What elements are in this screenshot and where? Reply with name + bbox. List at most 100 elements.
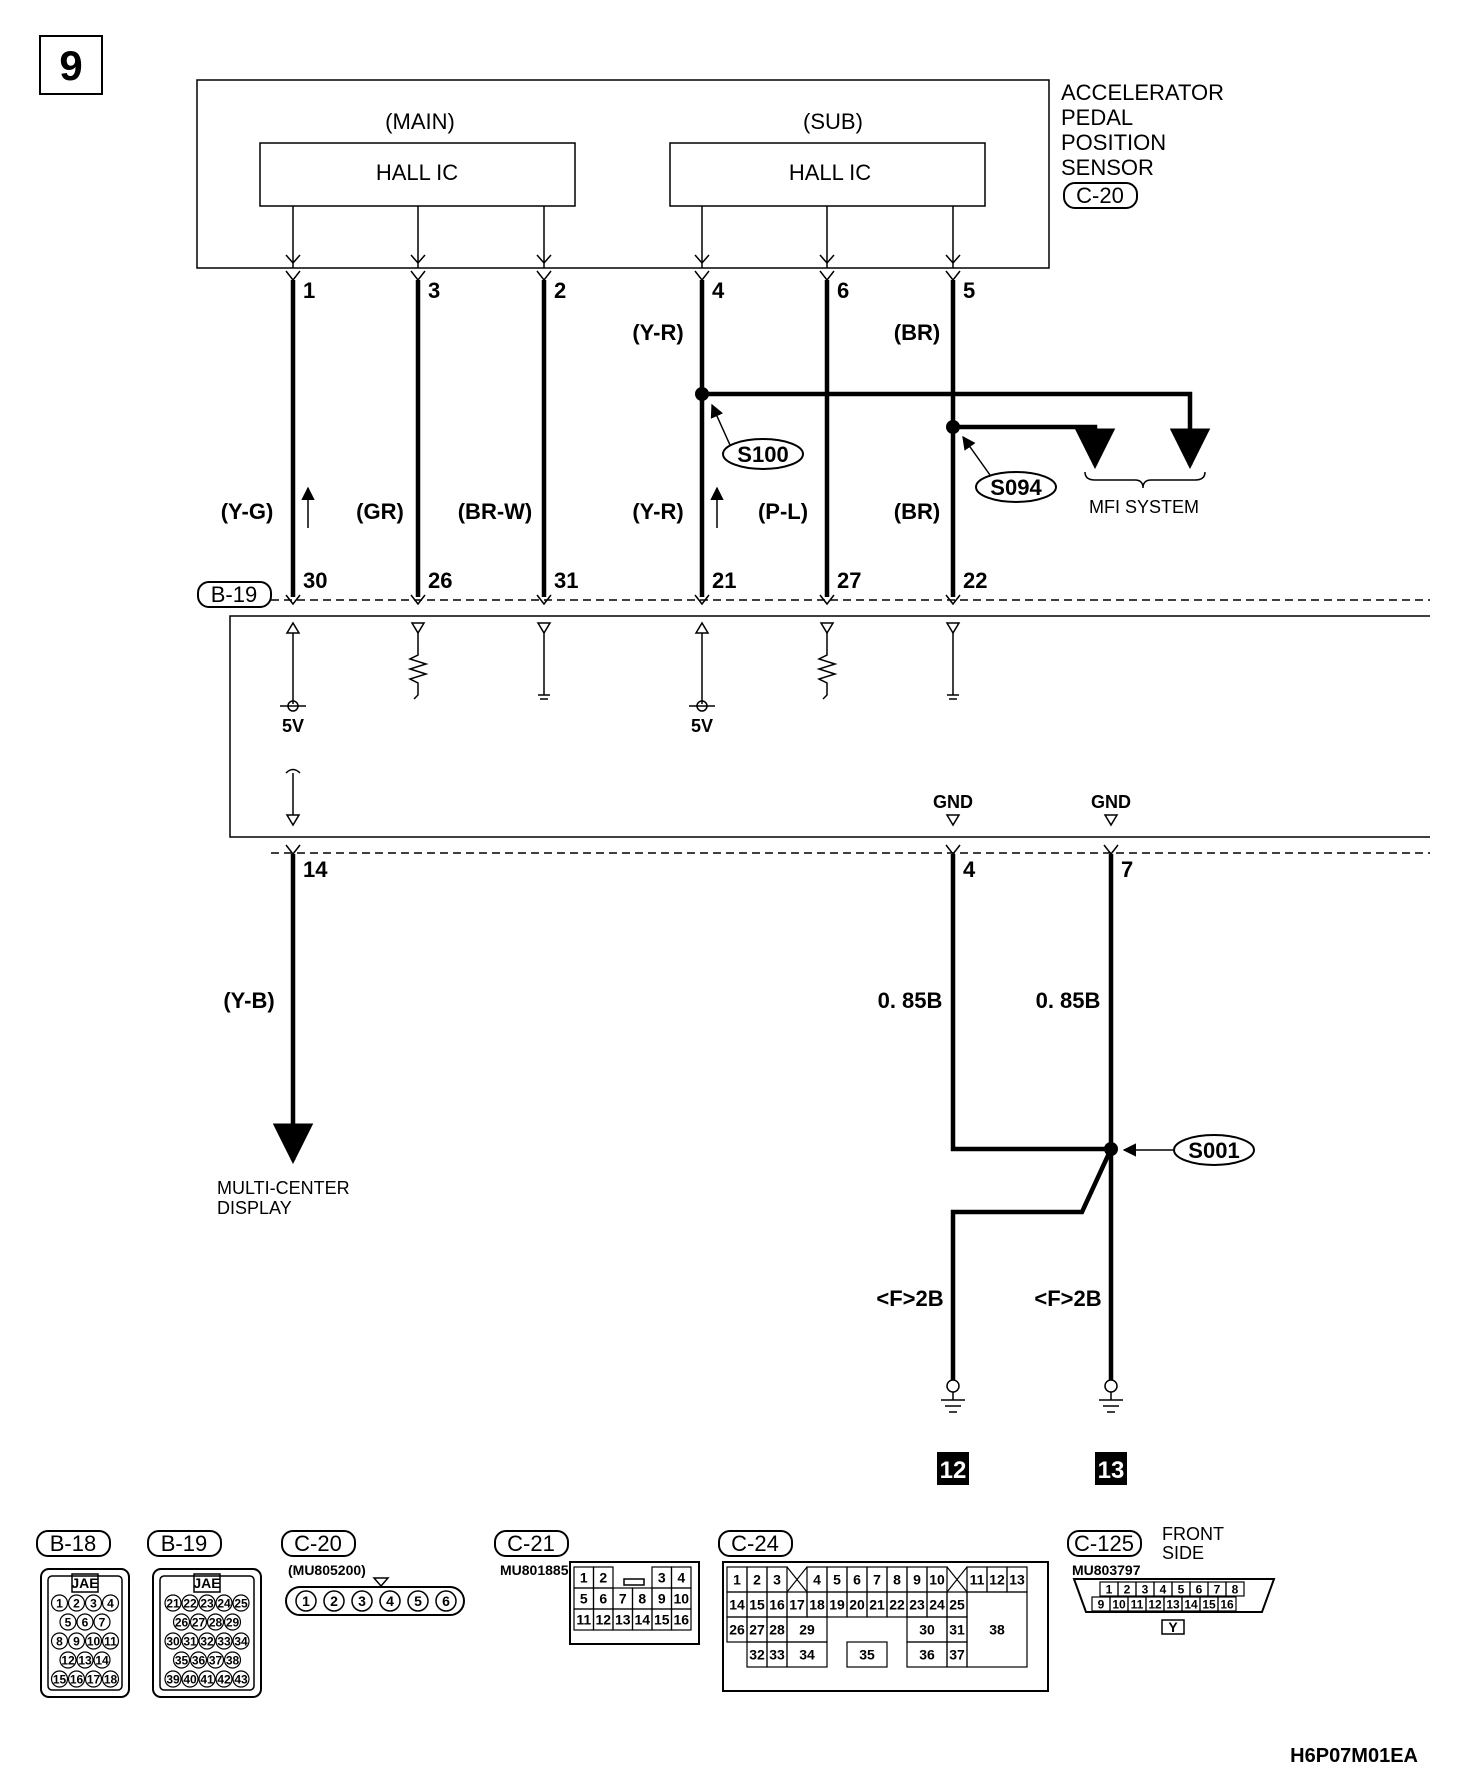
connector-c125-note-line-2: SIDE <box>1162 1543 1204 1563</box>
connector-pin-number: 18 <box>104 1672 118 1686</box>
connector-pin <box>172 1651 191 1669</box>
connector-pin-number: 23 <box>200 1596 214 1610</box>
connector-pin <box>670 1608 692 1631</box>
connector-pin-number: 29 <box>226 1615 240 1629</box>
connector-c20-part: (MU805200) <box>288 1562 366 1578</box>
connector-pin-number: 14 <box>729 1597 745 1613</box>
sensor-pin-1: 1 <box>303 278 315 303</box>
mfi-brace <box>1084 471 1206 489</box>
connector-pin <box>50 1594 69 1612</box>
connector-pin <box>189 1613 208 1631</box>
connector-pin-number: 5 <box>65 1615 72 1629</box>
connector-pin-number: 34 <box>799 1647 815 1663</box>
connector-pin <box>181 1632 199 1650</box>
connector-c24-label: C-24 <box>731 1531 779 1556</box>
connector-pin-number: 35 <box>859 1647 875 1663</box>
connector-pin <box>181 1670 199 1688</box>
connector-b19-maker: JAE <box>193 1575 220 1591</box>
connector-pin <box>1225 1581 1245 1597</box>
connector-pin-number: 7 <box>1214 1582 1221 1596</box>
splice-callout-s001: S001 <box>1122 1134 1255 1166</box>
connector-pin-number: 37 <box>949 1647 965 1663</box>
connector-c20-label: C-20 <box>294 1531 342 1556</box>
connector-pin-number: 3 <box>1142 1582 1149 1596</box>
connector-pin <box>101 1632 120 1650</box>
connector-pin <box>786 1641 828 1668</box>
connector-pin-number: 5 <box>580 1591 588 1607</box>
connector-pin-number: 12 <box>1148 1597 1162 1611</box>
connector-pin <box>101 1670 120 1688</box>
connector-pin-number: 9 <box>658 1591 666 1607</box>
wire-color-p-l: (P-L) <box>758 499 808 524</box>
gnd-label-4: GND <box>933 792 973 812</box>
connector-pin-number: 22 <box>183 1596 197 1610</box>
connector-pin-number: 43 <box>234 1672 248 1686</box>
connector-pin-number: 2 <box>330 1593 338 1609</box>
connector-pin-number: 36 <box>919 1647 935 1663</box>
sensor-name-line-4: SENSOR <box>1061 155 1154 180</box>
connector-pin <box>172 1613 191 1631</box>
connector-pin-number: 33 <box>769 1647 785 1663</box>
wire-color-y-r-mid: (Y-R) <box>632 499 683 524</box>
ecu-pin-31: 31 <box>554 568 578 593</box>
connector-pin <box>84 1632 103 1650</box>
ecu-pin-14: 14 <box>303 857 328 882</box>
connector-pin-number: 24 <box>929 1597 945 1613</box>
mfi-branches: MFI SYSTEM <box>695 387 1211 517</box>
wire-color-y-b: (Y-B) <box>223 988 274 1013</box>
connector-pin-number: 16 <box>769 1597 785 1613</box>
connector-pin <box>206 1613 225 1631</box>
connector-pin-number: 3 <box>358 1593 366 1609</box>
connector-pin <box>198 1594 216 1612</box>
sensor-name-line-3: POSITION <box>1061 130 1166 155</box>
connector-pin-number: 21 <box>869 1597 885 1613</box>
connector-pin <box>215 1632 233 1650</box>
connector-pin-number: 9 <box>1098 1597 1105 1611</box>
ecu-top-chevrons <box>285 594 961 606</box>
connector-pin-number: 4 <box>107 1596 114 1610</box>
connector-pin <box>215 1670 233 1688</box>
splice-s094: S094 <box>990 475 1042 500</box>
connector-pin-number: 6 <box>1196 1582 1203 1596</box>
connector-pin-number: 33 <box>217 1634 231 1648</box>
connector-pin <box>215 1594 233 1612</box>
connector-pin-number: 13 <box>1166 1597 1180 1611</box>
connector-pin <box>59 1613 77 1631</box>
connector-pin-number: 7 <box>873 1572 881 1588</box>
hall-ic-main-label: HALL IC <box>376 160 458 185</box>
splice-dot-s100 <box>695 387 709 401</box>
connector-pin-number: 15 <box>1202 1597 1216 1611</box>
connector-pin-number: 35 <box>175 1653 189 1667</box>
wire-color-br-w: (BR-W) <box>458 499 533 524</box>
sensor-pin-6: 6 <box>837 278 849 303</box>
sensor-internal-leads <box>285 206 961 268</box>
connector-c21-part: MU801885 <box>500 1562 569 1578</box>
ecu-pin-4: 4 <box>963 857 976 882</box>
connector-pin-number: 1 <box>56 1596 63 1610</box>
connector-pin <box>67 1594 86 1612</box>
connector-pin <box>84 1670 103 1688</box>
connector-pin-number: 30 <box>919 1622 935 1638</box>
connector-pin <box>93 1613 111 1631</box>
connector-pin-number: 25 <box>949 1597 965 1613</box>
connector-pin-number: 42 <box>217 1672 231 1686</box>
connector-pin-number: 10 <box>1112 1597 1126 1611</box>
connector-pin-number: 6 <box>442 1593 450 1609</box>
connector-pin <box>164 1632 182 1650</box>
connector-pin <box>435 1590 457 1612</box>
connector-pin-number: 6 <box>599 1591 607 1607</box>
connector-pin-number: 1 <box>733 1572 741 1588</box>
connector-pin <box>181 1594 199 1612</box>
multi-center-display-line-2: DISPLAY <box>217 1198 292 1218</box>
ecu-pin-26: 26 <box>428 568 452 593</box>
connector-pin-number: 11 <box>576 1612 591 1628</box>
wire-color-br-mid: (BR) <box>894 499 940 524</box>
wire-color-y-r-upper: (Y-R) <box>632 320 683 345</box>
